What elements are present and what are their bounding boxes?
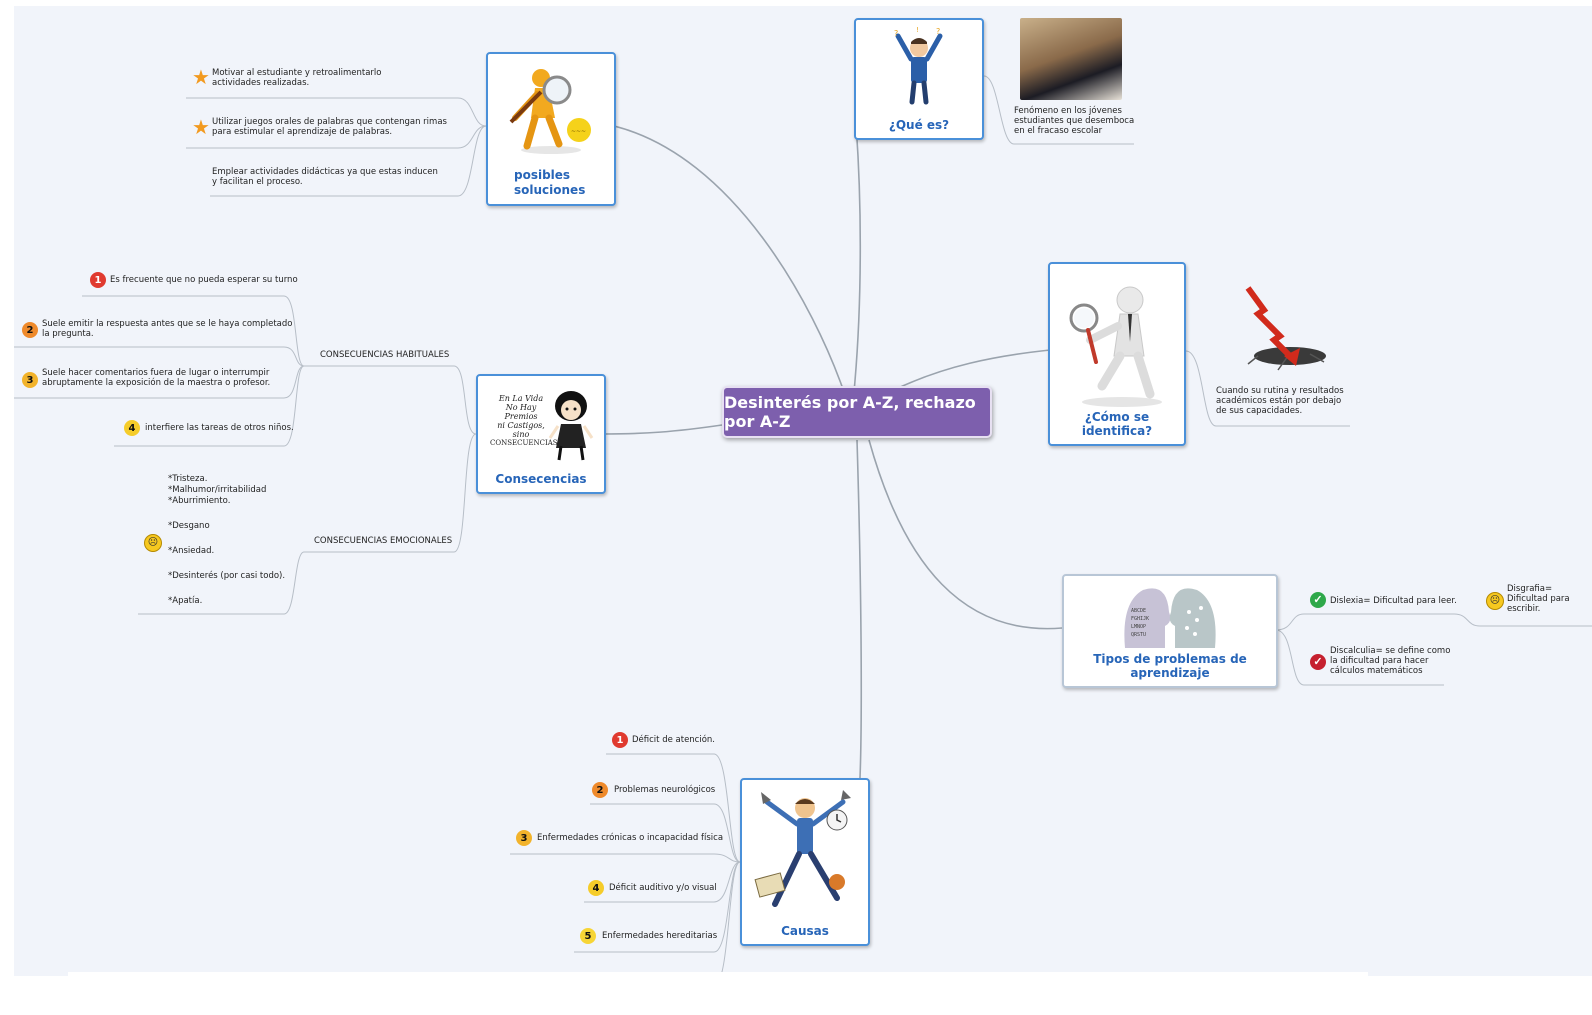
tipos-sub-disgrafia: Disgrafia= Dificultad para escribir. <box>1507 584 1570 614</box>
node-soluciones-title: posibles soluciones <box>514 168 586 197</box>
svg-text:FGHIJK: FGHIJK <box>1131 616 1149 622</box>
heads-letters-illustration: ABCDE FGHIJK LMNOP QRSTU <box>1064 582 1276 654</box>
mafalda-line-3: ni Castigos, <box>497 421 545 430</box>
node-que-es-title: ¿Qué es? <box>888 118 950 132</box>
magnifier-person-illustration <box>1050 270 1184 410</box>
node-soluciones[interactable]: ~~~ posibles soluciones <box>486 52 616 206</box>
mafalda-line-4: sino <box>512 430 530 439</box>
como-identifica-detail: Cuando su rutina y resultados académicos… <box>1216 386 1344 416</box>
habituales-item-1: Es frecuente que no pueda esperar su tur… <box>110 275 298 285</box>
central-topic-label: Desinterés por A-Z, rechazo por A-Z <box>724 393 976 431</box>
svg-text:ABCDE: ABCDE <box>1131 608 1146 614</box>
bottom-overlay-panel <box>68 972 1368 1015</box>
node-tipos-title: Tipos de problemas de aprendizaje <box>1093 652 1247 680</box>
falling-chart-arrow-image <box>1228 284 1332 376</box>
link-causas <box>856 439 863 779</box>
tipos-item-dislexia: Dislexia= Dificultad para leer. <box>1330 596 1457 606</box>
soluciones-item-1: Motivar al estudiante y retroalimentarlo… <box>212 68 382 88</box>
number-4-badge: 4 <box>588 880 604 896</box>
node-como-identifica[interactable]: ¿Cómo se identifica? <box>1048 262 1186 446</box>
link-soluciones <box>613 125 845 393</box>
causas-item-5: Enfermedades hereditarias <box>602 931 718 941</box>
connector-lines <box>14 75 1592 976</box>
causas-item-3: Enfermedades crónicas o incapacidad físi… <box>537 833 724 843</box>
sad-face-icon: ☹ <box>144 534 162 552</box>
emocional-item: *Tristeza. <box>168 474 208 484</box>
soluciones-item-3: Emplear actividades didácticas ya que es… <box>212 167 438 187</box>
central-topic[interactable]: Desinterés por A-Z, rechazo por A-Z <box>722 386 992 438</box>
causas-item-4: Déficit auditivo y/o visual <box>609 883 717 893</box>
emocional-item: *Desgano <box>168 521 210 531</box>
check-green-icon: ✓ <box>1310 592 1326 608</box>
consecuencias-habituales-label: CONSECUENCIAS HABITUALES <box>320 350 450 360</box>
mafalda-line-2: No Hay Premios <box>504 403 538 421</box>
que-es-detail: Fenómeno en los jóvenes estudiantes que … <box>1014 106 1135 136</box>
emocionales-list: *Tristeza. *Malhumor/irritabilidad *Abur… <box>168 474 308 607</box>
emocional-item: *Ansiedad. <box>168 546 215 556</box>
star-icon: ★ <box>192 67 210 89</box>
emocional-item: *Desinterés (por casi todo). <box>168 571 286 581</box>
node-como-identifica-title: ¿Cómo se identifica? <box>1081 410 1153 438</box>
check-red-icon: ✓ <box>1310 654 1326 670</box>
mindmap-canvas: Desinterés por A-Z, rechazo por A-Z ? ? … <box>14 6 1592 976</box>
number-5-badge: 5 <box>580 928 596 944</box>
number-1-badge: 1 <box>90 272 106 288</box>
tipos-item-discalculia: Discalculia= se define como la dificulta… <box>1330 646 1451 676</box>
svg-text:?: ? <box>894 29 898 38</box>
number-2-badge: 2 <box>592 782 608 798</box>
svg-text:?: ? <box>936 27 940 36</box>
link-como <box>893 349 1051 391</box>
mafalda-line-5: CONSECUENCIAS <box>490 439 558 447</box>
svg-text:!: ! <box>916 26 919 34</box>
habituales-item-4: interfiere las tareas de otros niños. <box>145 423 294 433</box>
number-3-badge: 3 <box>22 372 38 388</box>
link-tipos <box>868 439 1063 630</box>
svg-text:~~~: ~~~ <box>571 128 586 135</box>
emocional-item: *Malhumor/irritabilidad <box>168 485 267 495</box>
emocional-item: *Aburrimiento. <box>168 496 231 506</box>
link-que-es <box>853 123 862 393</box>
soluciones-item-2: Utilizar juegos orales de palabras que c… <box>212 117 447 137</box>
habituales-item-2: Suele emitir la respuesta antes que se l… <box>42 319 293 339</box>
star-icon: ★ <box>192 117 210 139</box>
habituales-item-3: Suele hacer comentarios fuera de lugar o… <box>42 368 271 388</box>
emocional-item: *Apatía. <box>168 596 203 606</box>
mafalda-quote-illustration: En La Vida No Hay Premios ni Castigos, s… <box>478 382 604 462</box>
figure-with-magnifier-illustration: ~~~ <box>488 60 614 156</box>
node-causas-title: Causas <box>781 924 829 938</box>
node-consecuencias-title: Consecencias <box>495 472 587 486</box>
mafalda-line-1: En La Vida <box>498 394 544 403</box>
node-causas[interactable]: Causas <box>740 778 870 946</box>
number-3-badge: 3 <box>516 830 532 846</box>
node-tipos-problemas[interactable]: ABCDE FGHIJK LMNOP QRSTU Tipos de proble… <box>1062 574 1278 688</box>
stressed-man-illustration <box>742 786 868 916</box>
node-consecuencias[interactable]: En La Vida No Hay Premios ni Castigos, s… <box>476 374 606 494</box>
confused-person-illustration: ? ? ! <box>856 26 982 106</box>
causas-item-1: Déficit de atención. <box>632 735 716 745</box>
svg-text:LMNOP: LMNOP <box>1131 624 1146 630</box>
sad-face-icon: ☹ <box>1486 592 1504 610</box>
consecuencias-emocionales-label: CONSECUENCIAS EMOCIONALES <box>314 536 453 546</box>
causas-item-2: Problemas neurológicos <box>614 785 716 795</box>
number-2-badge: 2 <box>22 322 38 338</box>
number-4-badge: 4 <box>124 420 140 436</box>
link-consecuencias <box>603 424 723 435</box>
node-que-es[interactable]: ? ? ! ¿Qué es? <box>854 18 984 140</box>
number-1-badge: 1 <box>612 732 628 748</box>
student-stressed-photo <box>1020 18 1122 100</box>
svg-text:QRSTU: QRSTU <box>1131 632 1146 638</box>
